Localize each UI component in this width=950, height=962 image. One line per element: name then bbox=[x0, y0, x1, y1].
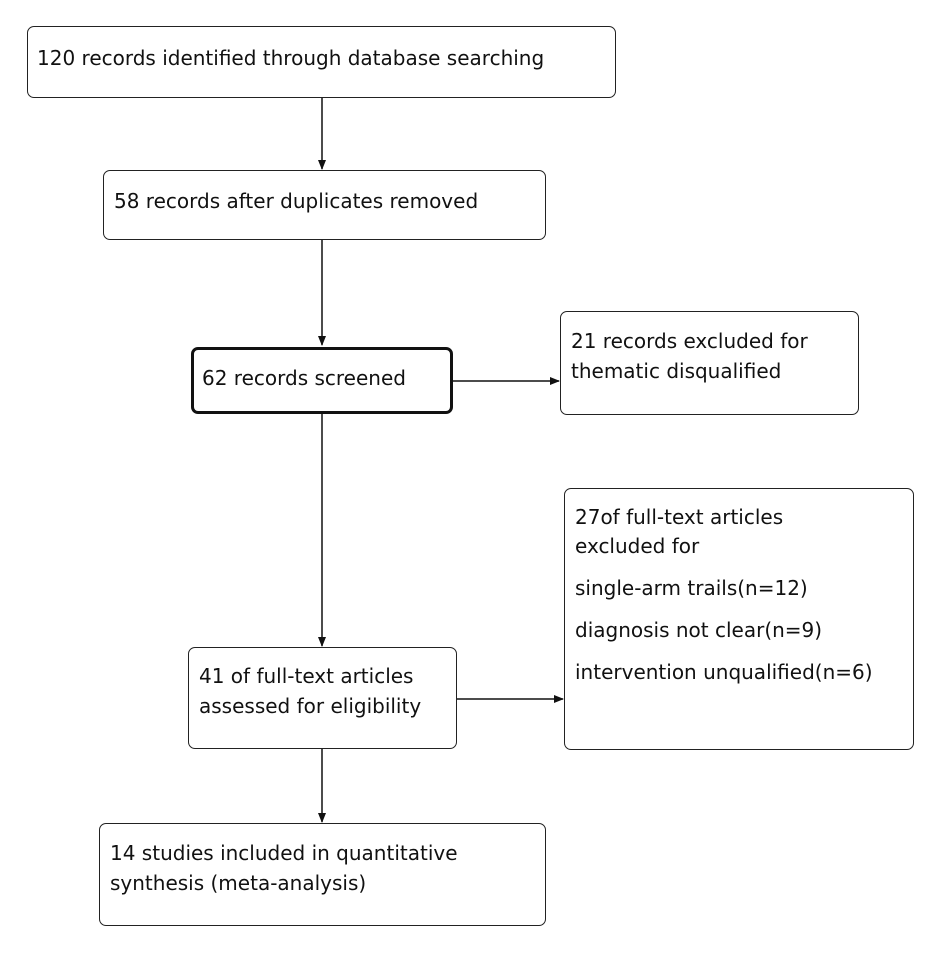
node-studies-included: 14 studies included in quantitative synt… bbox=[99, 823, 546, 926]
exclusion-reason: intervention unqualified(n=6) bbox=[575, 660, 873, 684]
node-text: 21 records excluded for bbox=[571, 329, 808, 353]
node-text: thematic disqualified bbox=[571, 359, 782, 383]
node-records-identified: 120 records identified through database … bbox=[27, 26, 616, 98]
node-assessed-eligibility: 41 of full-text articles assessed for el… bbox=[188, 647, 457, 749]
node-records-screened: 62 records screened bbox=[191, 347, 453, 414]
exclusion-reason: diagnosis not clear(n=9) bbox=[575, 618, 823, 642]
node-excluded-fulltext: 27of full-text articles excluded for sin… bbox=[564, 488, 914, 750]
node-text: 14 studies included in quantitative bbox=[110, 841, 458, 865]
node-text: 58 records after duplicates removed bbox=[114, 189, 479, 213]
node-text: 62 records screened bbox=[202, 366, 406, 390]
node-heading: excluded for bbox=[575, 534, 700, 558]
exclusion-reason: single-arm trails(n=12) bbox=[575, 576, 808, 600]
node-heading: 27of full-text articles bbox=[575, 505, 784, 529]
node-text: synthesis (meta-analysis) bbox=[110, 871, 367, 895]
node-text: 120 records identified through database … bbox=[37, 46, 545, 70]
node-text: 41 of full-text articles bbox=[199, 664, 414, 688]
node-text: assessed for eligibility bbox=[199, 694, 422, 718]
node-duplicates-removed: 58 records after duplicates removed bbox=[103, 170, 546, 240]
node-excluded-thematic: 21 records excluded for thematic disqual… bbox=[560, 311, 859, 415]
